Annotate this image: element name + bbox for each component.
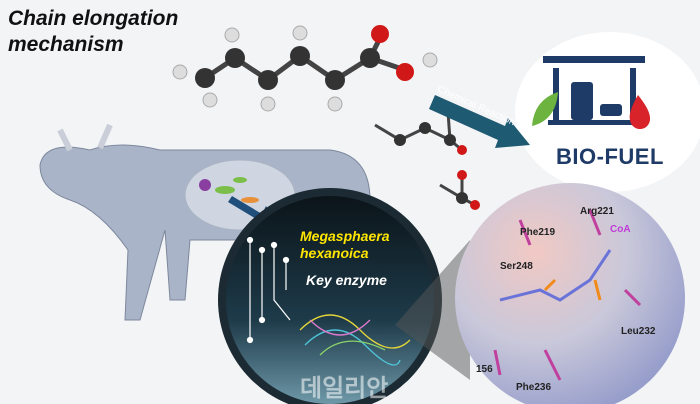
fuel-drop-icon — [629, 95, 651, 130]
butyric-acid-molecule — [374, 107, 467, 155]
residue-phe236: Phe236 — [516, 382, 552, 393]
residue-ser248: Ser248 — [500, 261, 533, 272]
chemical-reaction-arrow — [429, 95, 530, 148]
ligand-sticks — [493, 209, 642, 381]
residue-phe219: Phe219 — [520, 227, 556, 238]
acetic-acid-molecule — [439, 170, 480, 210]
zoom-wedge — [395, 240, 470, 380]
leaf-icon — [532, 92, 558, 126]
key-enzyme-label: Key enzyme — [306, 272, 387, 288]
residue-arg221: Arg221 — [580, 206, 614, 217]
diagram-title: Chain elongation mechanism — [8, 7, 179, 56]
organism-name: Megasphaera hexanoica — [300, 228, 390, 261]
watermark: 데일리안 — [300, 375, 389, 402]
biofuel-label: BIO-FUEL — [556, 144, 664, 169]
residue-leu232: Leu232 — [621, 326, 656, 337]
circuit-icon — [246, 236, 291, 344]
ligand-coa-label: CoA — [610, 224, 631, 235]
hexanoic-acid-molecule — [172, 25, 438, 112]
enzyme-structure — [299, 314, 411, 366]
residue-his156: 156 — [476, 364, 493, 375]
rumen-microbes — [199, 177, 259, 203]
